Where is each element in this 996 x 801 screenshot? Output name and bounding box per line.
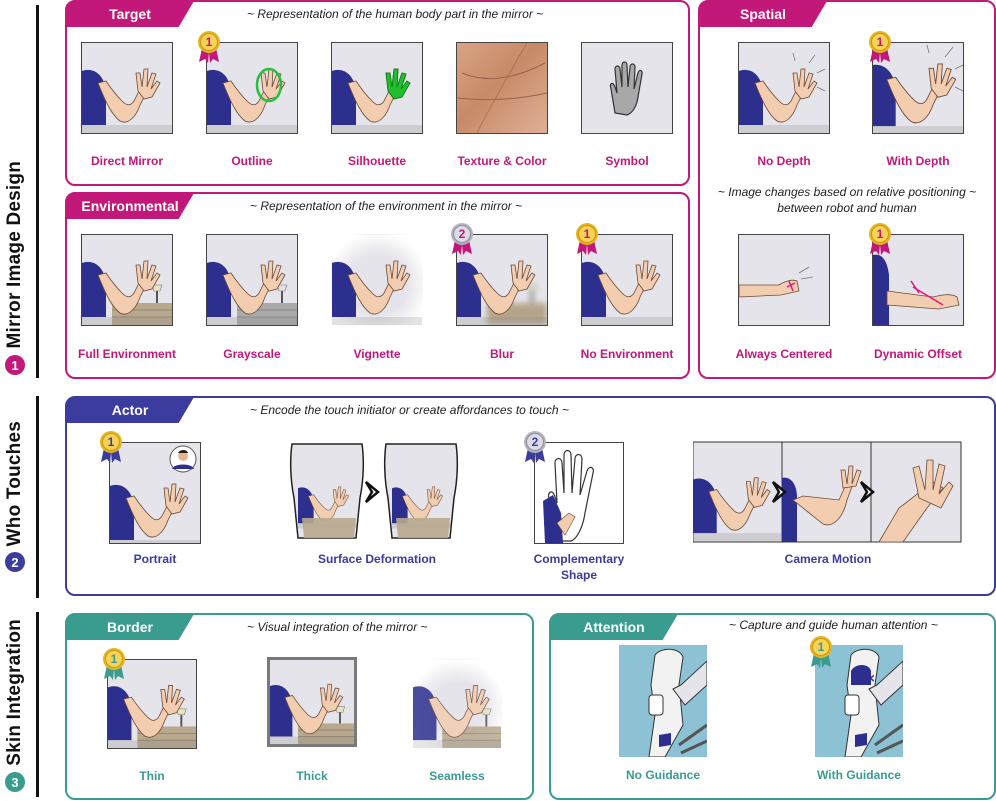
medal-gold-icon: 1 [810,636,832,668]
svg-text:1: 1 [877,227,884,241]
option-camera-motion: Camera Motion [693,438,963,578]
medal-gold-icon: 1 [103,648,125,680]
chevron-right-icon [364,481,380,503]
svg-text:1: 1 [111,652,118,666]
border-note: ~ Visual integration of the mirror ~ [247,620,428,634]
section-number-2: 2 [5,552,25,572]
option-no-environment: No Environment 1 [567,234,687,374]
section-number-1: 1 [5,355,25,375]
attention-panel: Attention ~ Capture and guide human atte… [549,613,996,800]
attention-tab: Attention [550,614,678,640]
medal-gold-icon: 1 [197,30,221,64]
option-no-depth: No Depth [714,40,854,180]
spatial-tab: Spatial [699,1,827,27]
environmental-tab: Environmental [66,193,194,219]
target-note: ~ Representation of the human body part … [247,7,544,21]
section-number-3: 3 [5,772,25,792]
option-outline: Outline 1 [192,40,312,180]
option-with-guidance: « With Guidance 1 [799,636,919,795]
spatial-panel: Spatial No Depth With Depth 1 ~ Image ch… [698,0,996,379]
option-seamless: Seamless [397,655,517,795]
option-thin: Thin 1 [92,648,212,795]
option-texture-color: Texture & Color [442,40,562,180]
option-with-depth: With Depth 1 [848,40,988,180]
medal-gold-icon: 1 [868,222,892,256]
environmental-note: ~ Representation of the environment in t… [250,199,523,213]
chevron-right-icon [859,481,875,503]
double-chevron-left-icon: « [865,668,875,687]
option-blur: Blur 2 [442,223,562,374]
medal-gold-icon: 1 [575,222,599,256]
target-tab: Target [66,1,194,27]
option-thick: Thick [252,655,372,795]
svg-text:2: 2 [532,435,539,449]
section-title-2: Who Touches 2 [0,400,30,572]
medal-gold-icon: 1 [868,30,892,64]
section-title-3: Skin Integration 3 [0,612,30,792]
environmental-panel: Environmental ~ Representation of the en… [65,192,690,379]
option-full-environment: Full Environment [67,234,187,374]
border-tab: Border [66,614,194,640]
medal-gold-icon: 1 [100,431,122,463]
attention-note: ~ Capture and guide human attention ~ [729,618,938,632]
medal-silver-icon: 2 [524,431,546,463]
svg-text:1: 1 [818,640,825,654]
svg-text:1: 1 [108,435,115,449]
option-vignette: Vignette [317,234,437,374]
actor-tab: Actor [66,397,194,423]
target-panel: Target ~ Representation of the human bod… [65,0,690,186]
option-dynamic-offset: Dynamic Offset 1 [848,234,988,374]
svg-text:1: 1 [877,35,884,49]
spatial-note: ~ Image changes based on relative positi… [717,185,977,215]
option-always-centered: Always Centered [714,234,854,374]
option-grayscale: Grayscale [192,234,312,374]
svg-text:2: 2 [459,227,466,241]
svg-text:1: 1 [584,227,591,241]
hand-icon [609,61,643,116]
option-silhouette: Silhouette [317,40,437,180]
svg-text:1: 1 [206,35,213,49]
medal-silver-icon: 2 [451,223,473,255]
option-no-guidance: No Guidance [603,645,723,795]
option-direct-mirror: Direct Mirror [67,40,187,180]
actor-panel: Actor ~ Encode the touch initiator or cr… [65,396,996,596]
option-portrait: Portrait 1 [91,431,219,578]
actor-note: ~ Encode the touch initiator or create a… [250,403,569,417]
option-symbol: Symbol [567,40,687,180]
option-surface-deformation: Surface Deformation [282,438,472,578]
chevron-right-icon [771,481,787,503]
option-complementary-shape: Complementary Shape 2 [519,431,639,588]
border-panel: Border ~ Visual integration of the mirro… [65,613,534,800]
section-title-1: Mirror Image Design 1 [0,5,30,375]
